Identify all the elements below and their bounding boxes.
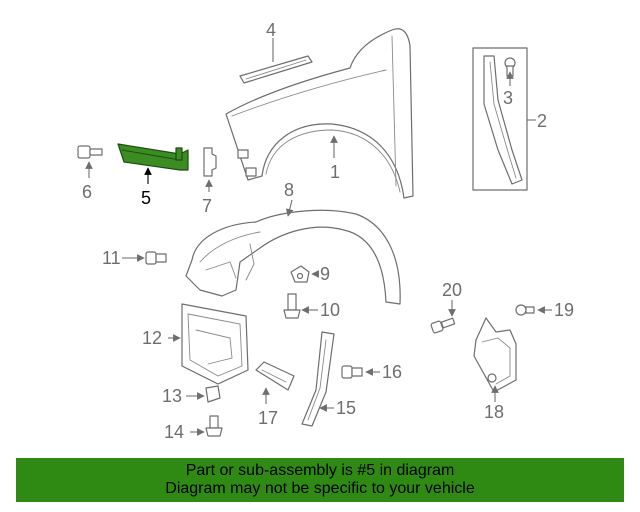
part-19-clip [515,304,552,316]
part-7-clip [203,147,217,192]
part-9-nut [290,265,319,283]
callout-20: 20 [442,280,462,300]
part-8-fender-liner [185,199,401,305]
part-4-molding [239,38,313,84]
callout-15: 15 [336,398,356,418]
callout-7: 7 [202,196,212,216]
callout-18: 18 [484,402,504,422]
part-18-mud-flap [473,317,517,402]
part-20-bolt [430,300,456,334]
footer-line-disclaimer: Diagram may not be specific to your vehi… [165,480,475,497]
callout-10: 10 [320,300,340,320]
callout-4: 4 [266,20,276,40]
part-6-bolt [77,145,103,178]
callout-1: 1 [330,162,340,182]
part-16-bolt [341,365,380,379]
callout-2: 2 [537,111,547,131]
part-11-screw [122,251,167,265]
callout-5-highlighted: 5 [141,188,151,208]
callout-6: 6 [82,182,92,202]
callout-13: 13 [162,386,182,406]
part-13-clip [186,385,221,403]
callout-16: 16 [382,362,402,382]
part-5-bracket-highlighted [117,143,189,184]
part-1-fender [225,28,414,199]
callout-3: 3 [503,88,513,108]
part-10-bolt [283,293,318,319]
callout-14: 14 [164,422,184,442]
part-17-pad [255,361,295,404]
parts-diagram: 1 2 3 4 5 6 7 8 9 10 11 12 13 14 15 16 1… [77,20,574,442]
callout-8: 8 [284,180,294,200]
callout-11: 11 [102,248,121,268]
part-3-bolt [504,57,516,86]
part-2-pillar-trim [472,47,536,191]
callout-17: 17 [258,408,278,428]
part-15-seal [301,331,335,427]
footer-line-part-number: Part or sub-assembly is #5 in diagram [185,462,455,479]
disclaimer-banner: Part or sub-assembly is #5 in diagram Di… [16,458,624,502]
callout-12: 12 [142,328,162,348]
callout-9: 9 [320,264,330,284]
callout-19: 19 [554,300,574,320]
part-14-screw [190,415,223,437]
part-12-splash-shield [168,303,249,385]
